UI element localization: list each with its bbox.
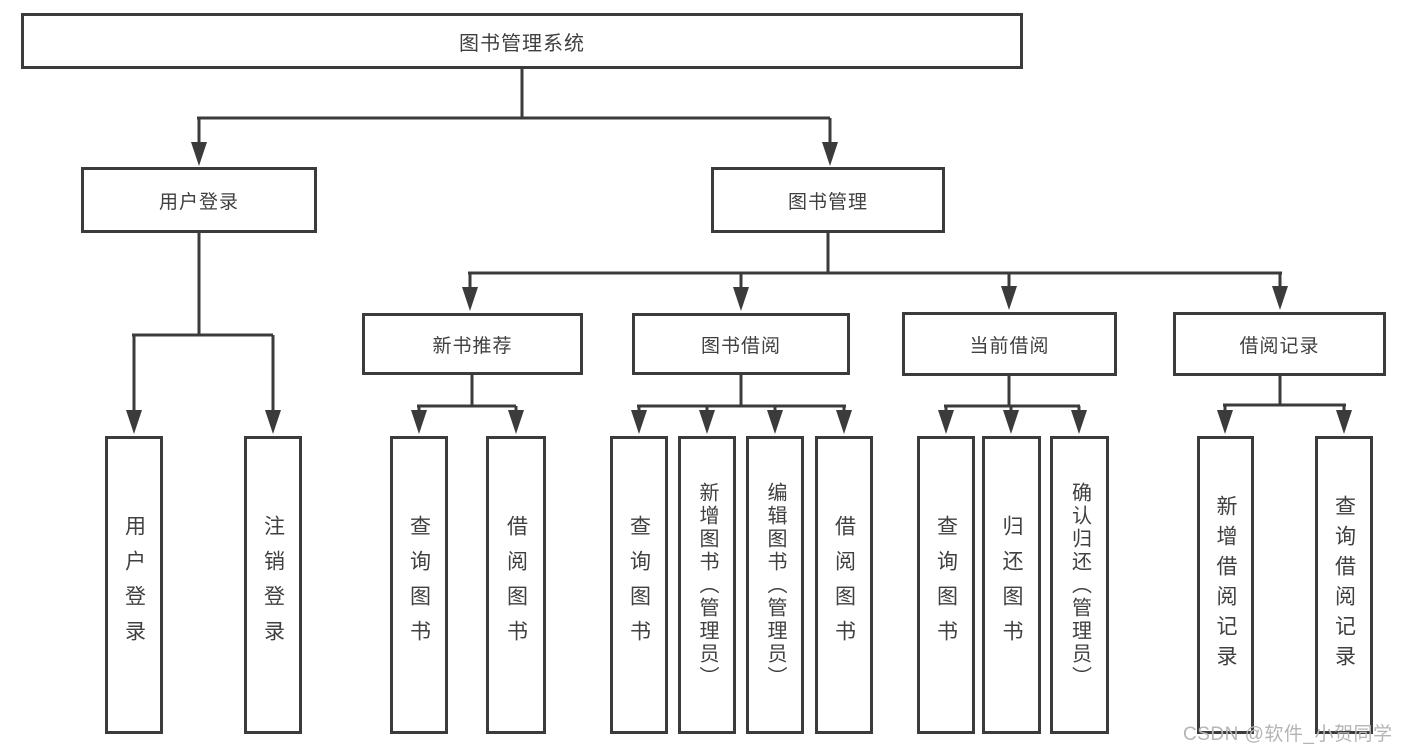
node-borrow-records: 借阅记录 [1173,312,1386,376]
node-user-login-label: 用户登录 [158,191,239,213]
node-book-management: 图书管理 [711,167,945,233]
node-book-management-label: 图书管理 [787,191,868,213]
node-new-book-recommend: 新书推荐 [362,313,583,375]
node-borrow-records-label: 借阅记录 [1239,335,1320,357]
leaf-recommend-borrow-books: 借阅图书 [486,436,546,734]
leaf-user-login: 用户登录 [105,436,163,734]
node-new-book-recommend-label: 新书推荐 [432,335,513,357]
leaf-logout: 注销登录 [244,436,302,734]
leaf-return-books: 归还图书 [982,436,1041,734]
leaf-add-borrow-record-label: 新增借阅记录 [1214,495,1237,675]
leaf-add-books-admin-label: 新增图书（管理员） [696,481,718,689]
leaf-current-query-books: 查询图书 [917,436,975,734]
leaf-return-books-label: 归还图书 [1000,515,1023,655]
leaf-borrow-books-label: 借阅图书 [832,515,856,655]
leaf-user-login-label: 用户登录 [122,515,146,655]
leaf-recommend-borrow-books-label: 借阅图书 [504,515,528,655]
node-book-borrow: 图书借阅 [632,313,850,375]
leaf-borrow-query-books-label: 查询图书 [627,515,651,655]
leaf-current-query-books-label: 查询图书 [934,515,958,655]
csdn-watermark: CSDN @软件_小贺同学 [1183,724,1393,745]
leaf-query-borrow-record: 查询借阅记录 [1315,436,1373,734]
leaf-edit-books-admin: 编辑图书（管理员） [746,436,804,734]
leaf-confirm-return-admin-label: 确认归还（管理员） [1068,481,1091,689]
leaf-confirm-return-admin: 确认归还（管理员） [1050,436,1109,734]
leaf-borrow-query-books: 查询图书 [610,436,668,734]
leaf-query-borrow-record-label: 查询借阅记录 [1332,495,1356,675]
leaf-borrow-books: 借阅图书 [815,436,873,734]
leaf-edit-books-admin-label: 编辑图书（管理员） [764,481,786,689]
leaf-add-borrow-record: 新增借阅记录 [1197,436,1254,734]
leaf-recommend-query-books: 查询图书 [390,436,448,734]
node-root-system: 图书管理系统 [21,13,1023,69]
node-current-borrow: 当前借阅 [902,312,1117,376]
leaf-recommend-query-books-label: 查询图书 [407,515,431,655]
leaf-logout-label: 注销登录 [261,515,285,655]
node-book-borrow-label: 图书借阅 [700,335,781,357]
node-root-label: 图书管理系统 [459,32,585,55]
node-current-borrow-label: 当前借阅 [969,335,1050,357]
node-user-login: 用户登录 [81,167,317,233]
leaf-add-books-admin: 新增图书（管理员） [678,436,736,734]
